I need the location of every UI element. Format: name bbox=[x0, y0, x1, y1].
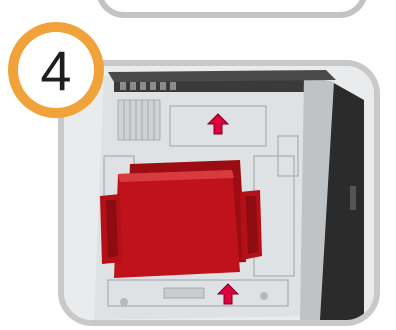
step-number: 4 bbox=[18, 32, 94, 108]
arrow-up-icon bbox=[216, 282, 240, 306]
previous-step-panel bbox=[96, 0, 368, 18]
arrow-up-icon bbox=[206, 112, 230, 136]
red-module bbox=[100, 160, 262, 278]
illustration-panel bbox=[58, 60, 380, 326]
step-number-badge: 4 bbox=[8, 22, 104, 118]
